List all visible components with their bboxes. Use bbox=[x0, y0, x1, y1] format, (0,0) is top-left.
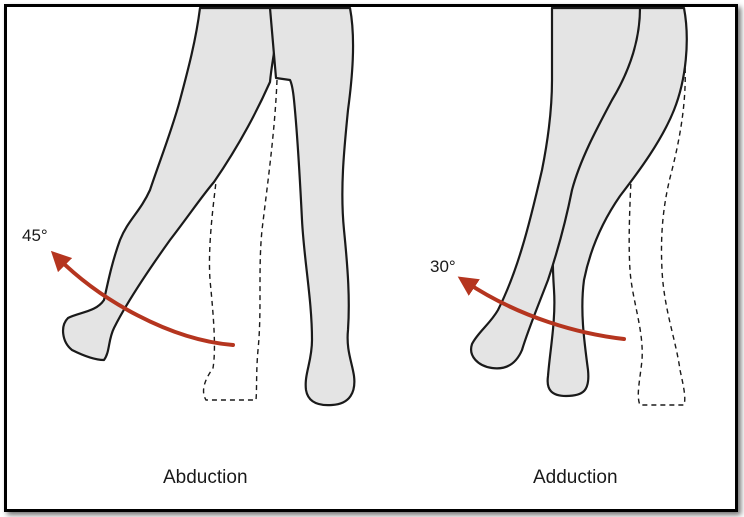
abduction-raised-leg bbox=[62, 6, 284, 362]
adduction-crossing-leg bbox=[470, 6, 642, 370]
abduction-angle-arrow bbox=[50, 250, 235, 347]
adduction-caption: Adduction bbox=[533, 467, 618, 488]
adduction-neutral-leg-outline bbox=[628, 49, 686, 406]
abduction-caption: Abduction bbox=[163, 467, 248, 488]
adduction-angle-arrow bbox=[457, 276, 626, 341]
abduction-figure bbox=[50, 6, 356, 407]
abduction-standing-leg bbox=[268, 6, 356, 407]
abduction-angle-label: 45° bbox=[22, 226, 48, 245]
adduction-figure bbox=[457, 6, 688, 406]
abduction-neutral-leg-outline bbox=[202, 79, 278, 401]
adduction-angle-label: 30° bbox=[430, 257, 456, 276]
